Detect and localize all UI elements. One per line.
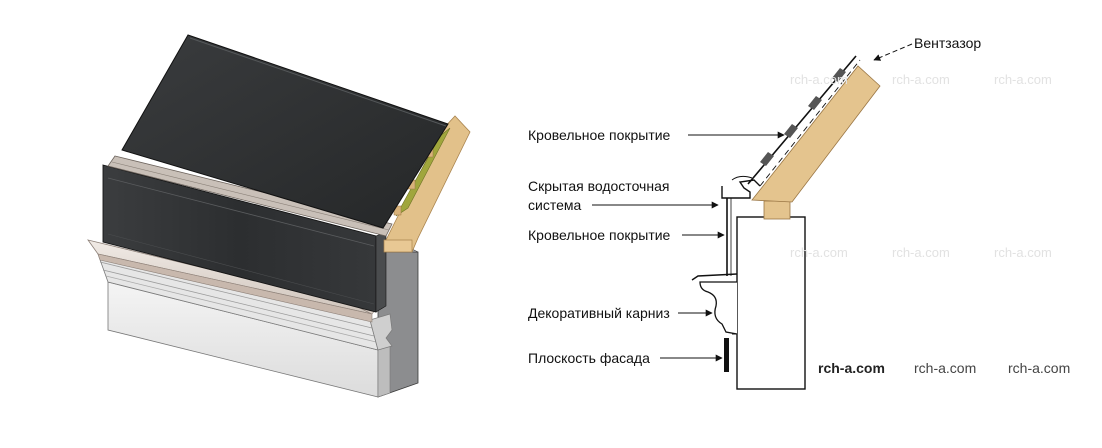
- watermark-faint-6: rch-a.com: [994, 245, 1052, 260]
- isometric-render: [87, 34, 471, 398]
- section-sill-flashing: [691, 273, 738, 281]
- watermark-faint-5: rch-a.com: [892, 245, 950, 260]
- roof-clip-1: [760, 152, 774, 166]
- section-hidden-gutter: [721, 179, 761, 199]
- section-vent-gap-line: [759, 59, 861, 187]
- section-gutter-curl: [731, 175, 753, 181]
- timber-block: [383, 239, 413, 253]
- section-top-plate: [763, 200, 791, 220]
- label-decorative-cornice: Декоративный карниз: [528, 305, 670, 321]
- label-facade-plane: Плоскость фасада: [528, 350, 650, 366]
- cornice-profile-end: [369, 313, 393, 351]
- panel-seam-2: [107, 233, 375, 305]
- roof-clip-3: [808, 96, 822, 110]
- insulation-strip: [395, 127, 451, 217]
- watermark-faint-1: rch-a.com: [790, 72, 848, 87]
- watermark-faint-3: rch-a.com: [994, 72, 1052, 87]
- watermark-faint-2: rch-a.com: [892, 72, 950, 87]
- label-vent-gap: Вентзазор: [914, 35, 981, 51]
- label-hidden-gutter-line1: Скрытая водосточная: [528, 178, 669, 194]
- leader-vent: [873, 43, 913, 61]
- roof-clip-2: [784, 124, 798, 138]
- cornice-line-1: [99, 261, 373, 329]
- section-facade-plate: [724, 338, 729, 372]
- roof-slope-highlight: [189, 37, 447, 127]
- watermarks: rch-a.com rch-a.com rch-a.com rch-a.com …: [790, 72, 1070, 376]
- section-drawing: Вентзазор Кровельное покрытие Скрытая во…: [528, 35, 981, 390]
- roof-clip-4: [832, 68, 846, 82]
- label-roofing-bottom: Кровельное покрытие: [528, 227, 671, 243]
- cornice-line-3: [105, 275, 377, 343]
- cornice-line-2: [102, 269, 375, 337]
- metal-flashing-front: [97, 253, 373, 323]
- section-rafter: [751, 65, 881, 203]
- section-cornice-profile: [699, 281, 738, 335]
- watermark-secondary-1: rch-a.com: [914, 360, 976, 376]
- panel-seam-1: [107, 177, 375, 247]
- label-roofing-top: Кровельное покрытие: [528, 127, 671, 143]
- facade-base-end: [377, 345, 391, 398]
- watermark-faint-4: rch-a.com: [790, 245, 848, 260]
- roof-slope-surface: [121, 34, 449, 229]
- watermark-secondary-2: rch-a.com: [1008, 360, 1070, 376]
- gutter-edge: [111, 161, 390, 231]
- label-hidden-gutter-line2: система: [528, 197, 581, 213]
- watermark-primary: rch-a.com: [818, 360, 885, 376]
- section-wall: [736, 216, 806, 390]
